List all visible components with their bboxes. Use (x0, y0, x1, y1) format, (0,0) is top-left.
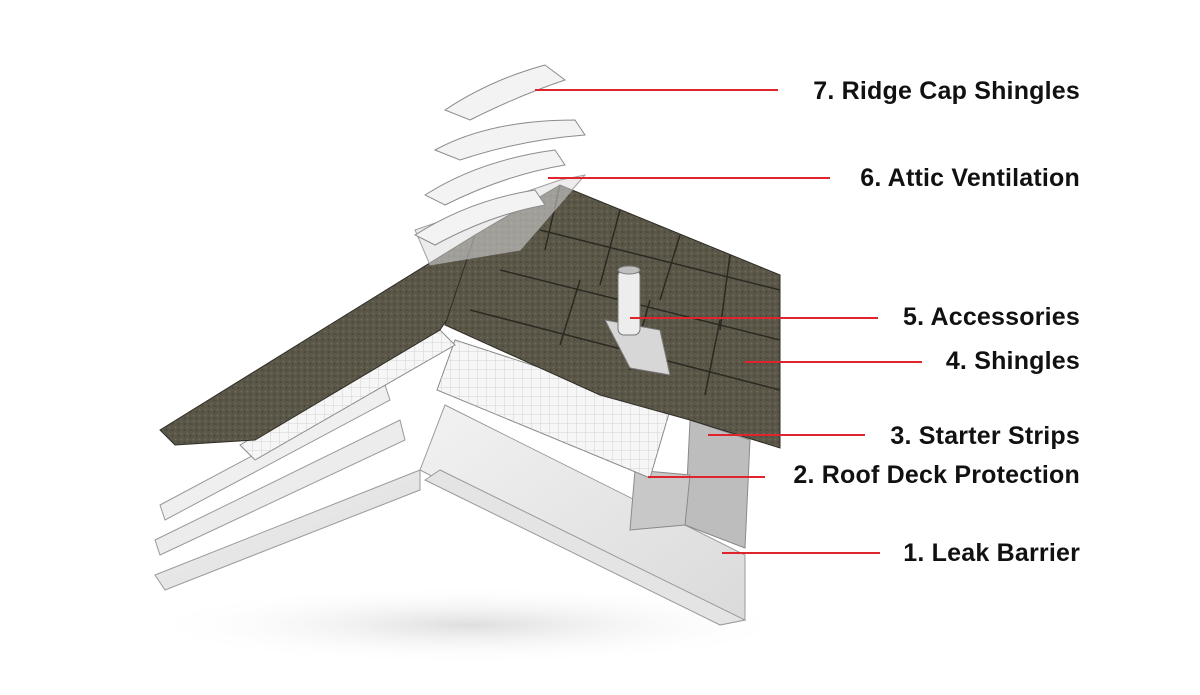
label-accessories: 5. Accessories (903, 303, 1080, 331)
label-attic-ventilation: 6. Attic Ventilation (860, 164, 1080, 192)
ground-shadow (140, 585, 800, 665)
label-ridge-cap: 7. Ridge Cap Shingles (813, 77, 1080, 105)
label-starter-strips: 3. Starter Strips (890, 422, 1080, 450)
ridge-vent (414, 174, 587, 266)
label-shingles: 4. Shingles (945, 347, 1080, 375)
deck-layers-right (419, 404, 747, 626)
leader-lines (535, 89, 922, 554)
ridge-cap-stack (413, 64, 586, 246)
starter-strip (684, 419, 751, 549)
starter-strip-lower (629, 469, 691, 531)
deck-layers-left (154, 384, 421, 591)
label-roof-deck-protection: 2. Roof Deck Protection (793, 461, 1080, 489)
label-leak-barrier: 1. Leak Barrier (903, 539, 1080, 567)
